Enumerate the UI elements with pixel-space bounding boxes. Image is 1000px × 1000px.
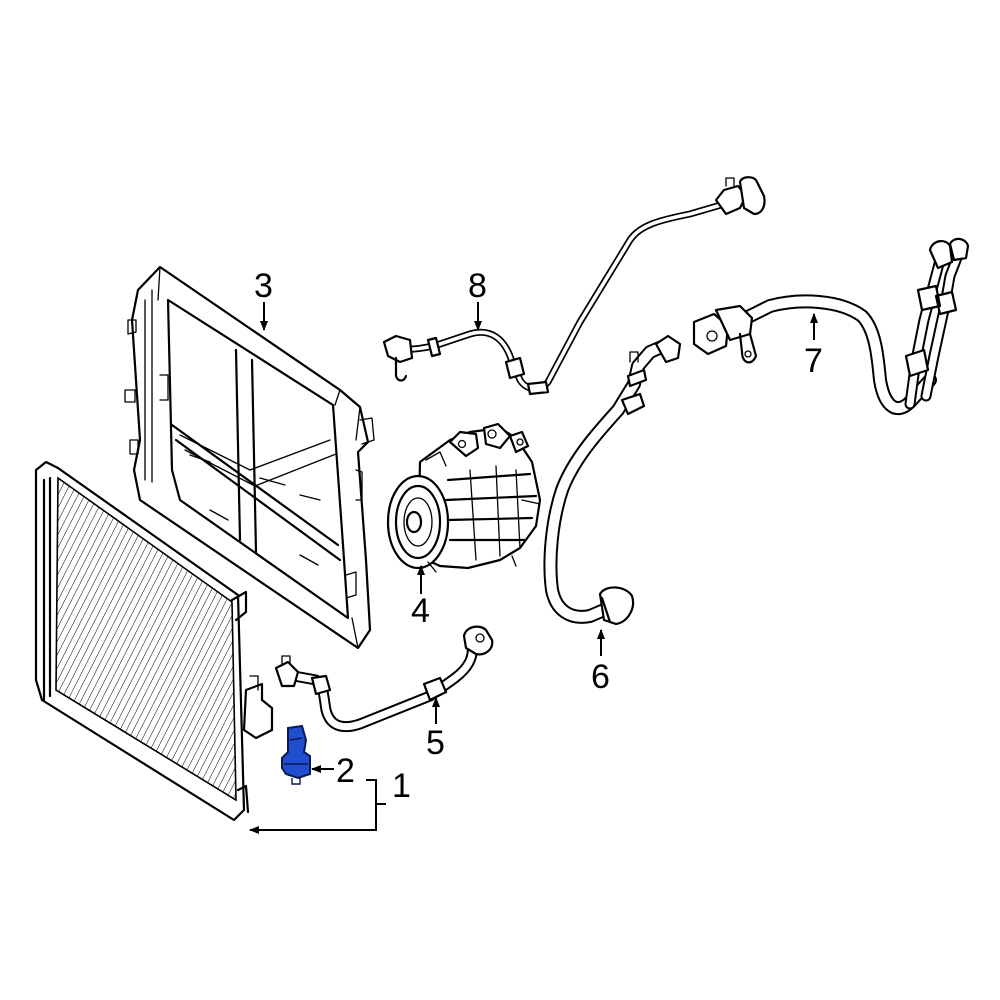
callout-2: 2 <box>311 752 355 790</box>
callout-8: 8 <box>468 267 487 331</box>
callout-4: 4 <box>411 565 430 630</box>
callout-3: 3 <box>254 267 273 331</box>
callout-7: 7 <box>804 313 823 380</box>
pressure-switch[interactable] <box>281 724 311 785</box>
callout-6: 6 <box>591 629 610 696</box>
condenser[interactable] <box>34 460 274 822</box>
callout-4-label: 4 <box>411 592 430 630</box>
callout-3-label: 3 <box>254 267 273 305</box>
callout-8-label: 8 <box>468 267 487 305</box>
refrigerant-line-assembly-7[interactable] <box>692 237 970 415</box>
callout-1: 1 <box>249 767 411 834</box>
callout-2-label: 2 <box>336 752 355 790</box>
suction-hose-6[interactable] <box>543 334 682 626</box>
callout-6-label: 6 <box>591 658 610 696</box>
radiator-support-frame[interactable] <box>124 265 375 650</box>
refrigerant-line-8[interactable] <box>382 176 766 396</box>
refrigerant-line-5[interactable] <box>274 625 494 733</box>
callout-7-label: 7 <box>804 342 823 380</box>
callout-5-label: 5 <box>426 724 445 762</box>
callout-1-label: 1 <box>392 767 411 805</box>
callout-5: 5 <box>426 697 445 762</box>
pressure-switch-body <box>281 724 311 780</box>
ac-compressor[interactable] <box>386 422 542 573</box>
